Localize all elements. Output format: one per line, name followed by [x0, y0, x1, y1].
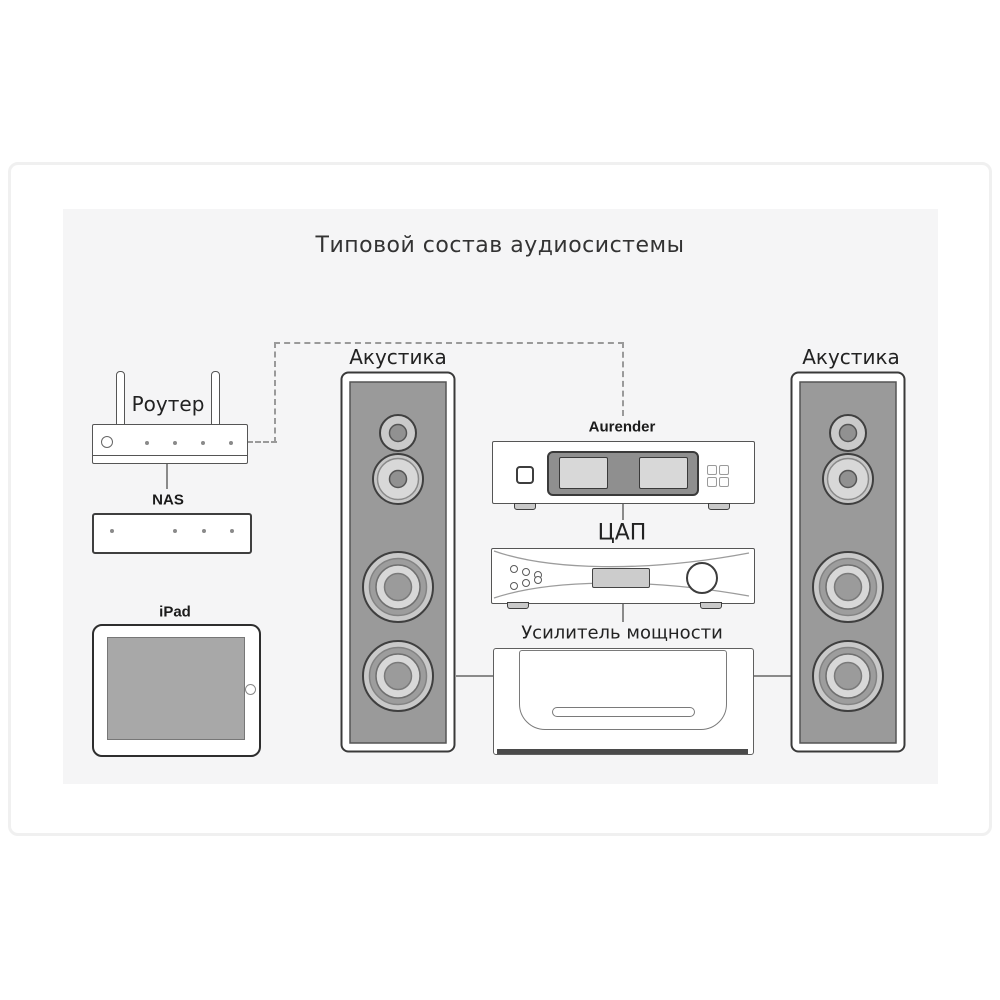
link-streamer-dac	[622, 503, 624, 520]
router-front-strip	[93, 455, 247, 456]
streamer-display-right	[639, 457, 688, 489]
link-router-streamer-seg3	[274, 342, 624, 344]
streamer-power-button	[516, 466, 534, 484]
dac-foot	[700, 602, 722, 609]
link-amplifier-speaker-left	[456, 675, 493, 677]
router-led	[201, 441, 205, 445]
link-router-streamer-seg4	[622, 342, 624, 416]
amplifier-base	[497, 749, 748, 754]
nas-body	[92, 513, 252, 554]
link-router-nas	[166, 462, 168, 489]
nas-label: NAS	[152, 491, 184, 509]
router-led	[173, 441, 177, 445]
nas-led	[230, 529, 234, 533]
streamer-foot	[708, 503, 730, 510]
ipad-home-button	[245, 684, 256, 695]
streamer-foot	[514, 503, 536, 510]
amplifier-slot	[552, 707, 695, 717]
dac-volume-knob	[686, 562, 718, 594]
dac-button	[510, 565, 518, 573]
streamer-control-button	[719, 465, 729, 475]
speaker-left-illustration	[340, 371, 456, 753]
dac-button	[510, 582, 518, 590]
link-router-streamer-seg1	[247, 441, 277, 443]
router-power-ring	[101, 436, 113, 448]
router-led	[229, 441, 233, 445]
router-antenna-left	[116, 371, 125, 429]
page-title: Типовой состав аудиосистемы	[315, 233, 685, 258]
speaker-right-label: Акустика	[802, 345, 900, 369]
streamer-display-left	[559, 457, 608, 489]
link-router-streamer-seg2	[274, 342, 276, 443]
dac-button	[522, 568, 530, 576]
streamer-label: Aurender	[588, 418, 656, 436]
streamer-control-button	[707, 465, 717, 475]
nas-led	[173, 529, 177, 533]
dac-display	[592, 568, 650, 588]
ipad-screen	[107, 637, 245, 740]
dac-label: ЦАП	[597, 520, 647, 546]
ipad-label: iPad	[159, 603, 191, 621]
router-led	[145, 441, 149, 445]
streamer-control-button	[707, 477, 717, 487]
router-antenna-right	[211, 371, 220, 429]
amplifier-label: Усилитель мощности	[521, 622, 723, 644]
dac-button	[534, 576, 542, 584]
dac-button	[522, 579, 530, 587]
amplifier-inner-panel	[519, 650, 727, 730]
streamer-control-button	[719, 477, 729, 487]
router-body	[92, 424, 248, 464]
nas-led	[110, 529, 114, 533]
link-dac-amplifier	[622, 602, 624, 622]
nas-led	[202, 529, 206, 533]
speaker-right-illustration	[790, 371, 906, 753]
dac-foot	[507, 602, 529, 609]
link-amplifier-speaker-right	[752, 675, 791, 677]
speaker-left-label: Акустика	[349, 345, 447, 369]
router-label: Роутер	[131, 392, 205, 416]
